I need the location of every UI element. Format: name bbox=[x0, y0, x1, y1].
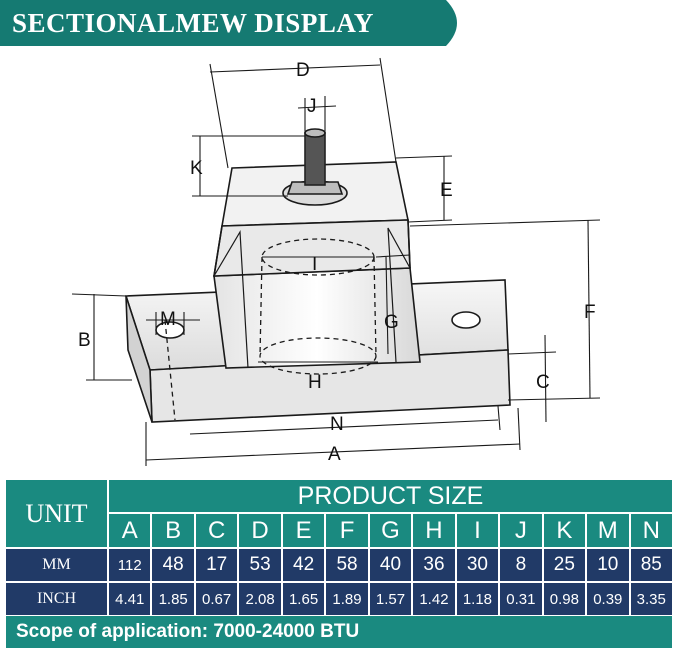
label-n: N bbox=[330, 414, 344, 435]
label-e: E bbox=[440, 180, 453, 201]
column-header-a: A bbox=[109, 514, 151, 547]
dimension-labels: D J K E I G F M B H C N A bbox=[78, 60, 596, 465]
table-cell: 85 bbox=[630, 549, 672, 581]
label-a: A bbox=[328, 444, 341, 465]
dimension-lines bbox=[71, 57, 601, 466]
table-cell: 8 bbox=[500, 549, 542, 581]
table-cell: 4.41 bbox=[109, 583, 151, 615]
column-header-m: M bbox=[587, 514, 629, 547]
column-header-j: J bbox=[500, 514, 542, 547]
table-cell: 1.42 bbox=[413, 583, 455, 615]
table-cell: 42 bbox=[282, 549, 325, 581]
row-label: INCH bbox=[6, 583, 107, 615]
label-h: H bbox=[308, 372, 322, 393]
table-cell: 3.35 bbox=[630, 583, 672, 615]
scope-footer: Scope of application: 7000-24000 BTU bbox=[6, 616, 672, 648]
column-header-e: E bbox=[282, 514, 325, 547]
mount-outline bbox=[124, 128, 511, 423]
label-d: D bbox=[296, 60, 310, 81]
product-size-table: UNIT PRODUCT SIZE Scope of application: … bbox=[6, 480, 672, 648]
column-header-b: B bbox=[152, 514, 194, 547]
banner-title: SECTIONALMEW DISPLAY bbox=[12, 8, 374, 38]
table-cell: 40 bbox=[369, 549, 412, 581]
column-header-d: D bbox=[239, 514, 281, 547]
table-cell: 25 bbox=[543, 549, 586, 581]
column-header-c: C bbox=[195, 514, 238, 547]
label-k: K bbox=[190, 158, 203, 179]
row-label: MM bbox=[6, 549, 107, 581]
table-cell: 53 bbox=[239, 549, 281, 581]
table-cell: 0.67 bbox=[195, 583, 238, 615]
column-header-i: I bbox=[456, 514, 499, 547]
product-size-header: PRODUCT SIZE bbox=[109, 480, 672, 512]
table-cell: 0.31 bbox=[500, 583, 542, 615]
table-cell: 58 bbox=[326, 549, 368, 581]
column-header-h: H bbox=[413, 514, 455, 547]
table-cell: 10 bbox=[587, 549, 629, 581]
column-header-k: K bbox=[543, 514, 586, 547]
label-j: J bbox=[307, 96, 317, 117]
title-banner: SECTIONALMEW DISPLAY bbox=[0, 0, 468, 46]
table-cell: 30 bbox=[456, 549, 499, 581]
table-cell: 1.85 bbox=[152, 583, 194, 615]
unit-header: UNIT bbox=[6, 480, 107, 547]
sectional-diagram: D J K E I G F M B H C N A bbox=[71, 57, 601, 466]
table-cell: 0.98 bbox=[543, 583, 586, 615]
table-cell: 36 bbox=[413, 549, 455, 581]
label-m: M bbox=[160, 309, 176, 330]
table-cell: 112 bbox=[109, 549, 151, 581]
column-header-n: N bbox=[630, 514, 672, 547]
label-g: G bbox=[384, 312, 399, 333]
label-f: F bbox=[584, 302, 596, 323]
table-cell: 48 bbox=[152, 549, 194, 581]
table-cell: 2.08 bbox=[239, 583, 281, 615]
column-header-g: G bbox=[369, 514, 412, 547]
label-b: B bbox=[78, 330, 91, 351]
label-c: C bbox=[536, 372, 550, 393]
table-cell: 0.39 bbox=[587, 583, 629, 615]
table-cell: 17 bbox=[195, 549, 238, 581]
banner-shape bbox=[0, 0, 457, 46]
label-i: I bbox=[312, 254, 317, 275]
column-header-f: F bbox=[326, 514, 368, 547]
table-cell: 1.65 bbox=[282, 583, 325, 615]
table-cell: 1.57 bbox=[369, 583, 412, 615]
table-cell: 1.89 bbox=[326, 583, 368, 615]
table-cell: 1.18 bbox=[456, 583, 499, 615]
